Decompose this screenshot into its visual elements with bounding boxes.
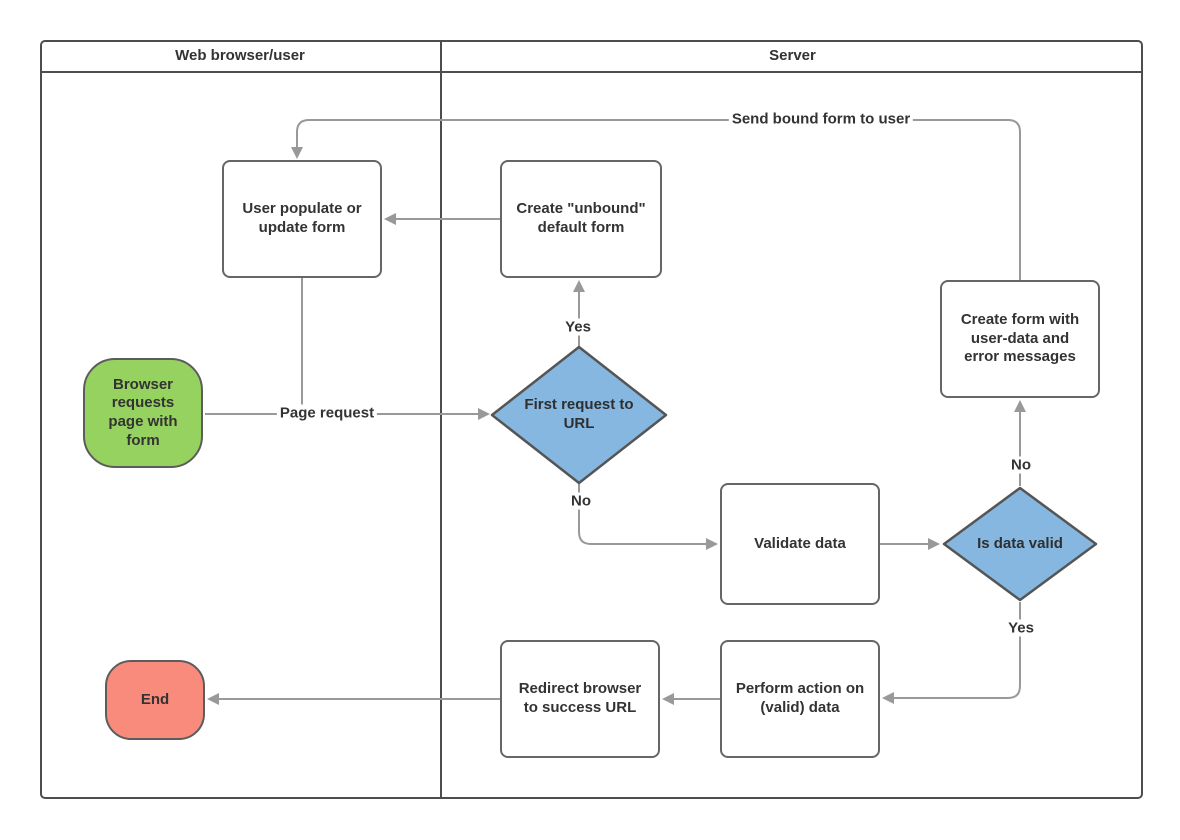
edge-label-is-valid-yes: Yes [1005, 619, 1037, 637]
lane-divider [440, 40, 442, 799]
first-request-decision[interactable]: First request to URL [490, 345, 668, 485]
end-node[interactable]: End [105, 660, 205, 740]
validate-label: Validate data [754, 534, 846, 552]
is-valid-diamond-shape [942, 486, 1098, 602]
user-populate-node[interactable]: User populate or update form [222, 160, 382, 278]
perform-node[interactable]: Perform action on (valid) data [720, 640, 880, 758]
create-form-node[interactable]: Create form with user-data and error mes… [940, 280, 1100, 398]
is-valid-label: Is data valid [977, 534, 1063, 552]
edge-label-is-valid-no: No [1008, 456, 1034, 474]
edge-label-first-request-no: No [568, 492, 594, 510]
edge-label-first-request-yes: Yes [562, 318, 594, 336]
redirect-label: Redirect browser to success URL [518, 680, 642, 716]
swimlane-pool [40, 40, 1143, 799]
create-form-label: Create form with user-data and error mes… [960, 310, 1080, 366]
create-unbound-label: Create "unbound" default form [516, 200, 646, 236]
redirect-node[interactable]: Redirect browser to success URL [500, 640, 660, 758]
lane-title-web-browser: Web browser/user [175, 47, 305, 64]
lane-title-server: Server [769, 47, 816, 64]
first-request-label: First request to URL [524, 396, 634, 432]
edge-label-send-bound: Send bound form to user [728, 110, 914, 128]
swimlane-header-row [40, 40, 1143, 73]
start-node-label: Browser requests page with form [108, 375, 178, 449]
create-unbound-node[interactable]: Create "unbound" default form [500, 160, 662, 278]
is-valid-decision[interactable]: Is data valid [942, 486, 1098, 602]
perform-label: Perform action on (valid) data [735, 680, 865, 716]
end-node-label: End [140, 690, 170, 708]
user-populate-label: User populate or update form [242, 200, 362, 236]
start-node[interactable]: Browser requests page with form [83, 358, 203, 468]
edge-label-page-request: Page request [276, 404, 378, 422]
validate-node[interactable]: Validate data [720, 483, 880, 605]
first-request-diamond-shape [490, 345, 668, 485]
